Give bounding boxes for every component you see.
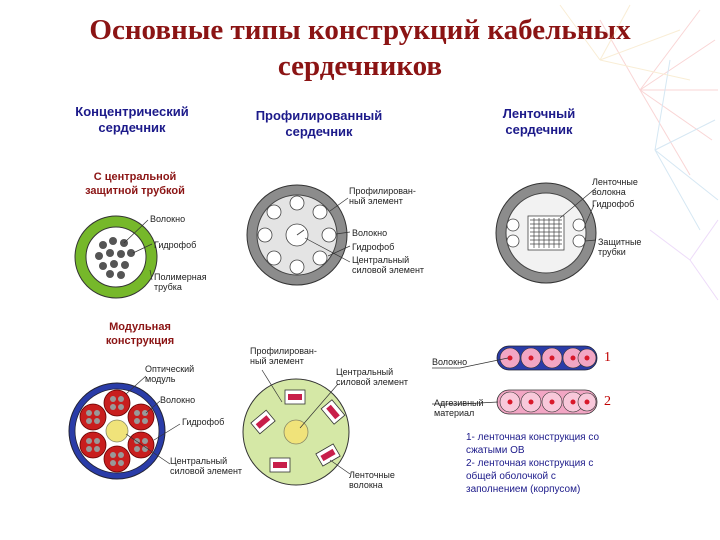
profiled-element-label: Профилирован- ный элемент [349, 186, 416, 206]
profiled-header-line1: Профилированный [255, 108, 383, 123]
profiled2-ribbons-line2: волокна [349, 480, 383, 490]
profiled2-ribbons-label: Ленточные волокна [349, 470, 395, 490]
concentric-sub-line1: С центральной [93, 171, 177, 183]
profiled2-ribbons-line1: Ленточные [349, 470, 395, 480]
profiled-fiber-label: Волокно [352, 228, 388, 238]
tape-number-2: 2 [604, 394, 611, 409]
profiled-element-line2: ный элемент [349, 196, 403, 206]
legend2-line3: заполнением (корпусом) [466, 484, 581, 495]
modular-optical-label: Оптический модуль [145, 364, 194, 384]
modular-central-line2: силовой элемент [170, 466, 243, 476]
concentric-header: Концентрический сердечник [62, 104, 202, 136]
concentric-hydrophobe-label: Гидрофоб [154, 240, 197, 250]
profiled2-central-label: Центральный силовой элемент [336, 367, 408, 387]
modular-fiber-label: Волокно [160, 395, 196, 405]
ribbon-header-line2: сердечник [505, 122, 573, 137]
legend2-line1: 2- ленточная конструкция с [466, 458, 594, 469]
ribbon-tubes-line2: трубки [598, 247, 626, 257]
profiled2-central-line1: Центральный [336, 367, 394, 377]
concentric-subheader: С центральной защитной трубкой [80, 170, 190, 198]
ribbon-fibers-line1: Ленточные [592, 177, 638, 187]
legend1-line1: 1- ленточная конструкция со [466, 432, 600, 443]
concentric-header-line2: сердечник [98, 120, 166, 135]
tape-adhesive-line1: Адгезивный [434, 398, 484, 408]
tape-number-1: 1 [604, 350, 611, 365]
modular-header: Модульная конструкция [85, 320, 195, 348]
profiled-header-line2: сердечник [285, 124, 353, 139]
page-title: Основные типы конструкций кабельных серд… [0, 12, 720, 84]
tape-legend: 1- ленточная конструкция со сжатыми ОВ 2… [466, 431, 616, 496]
profiled-central-line2: силовой элемент [352, 265, 425, 275]
modular-optical-line1: Оптический [145, 364, 195, 374]
modular-header-line1: Модульная [109, 321, 171, 333]
modular-optical-line2: модуль [145, 374, 176, 384]
concentric-tube-line2: трубка [154, 282, 182, 292]
profiled-header: Профилированный сердечник [244, 108, 394, 140]
ribbon-hydrophobe-label: Гидрофоб [592, 199, 635, 209]
concentric-sub-line2: защитной трубкой [85, 185, 185, 197]
modular-central-label: Центральный силовой элемент [170, 456, 242, 476]
ribbon-fibers-line2: волокна [592, 187, 626, 197]
concentric-fiber-label: Волокно [150, 214, 186, 224]
profiled-central-label: Центральный силовой элемент [352, 255, 424, 275]
profiled2-element-line1: Профилирован- [250, 346, 317, 356]
title-line-2: сердечников [277, 50, 443, 82]
profiled2-element-label: Профилирован- ный элемент [250, 346, 317, 366]
ribbon-tubes-line1: Защитные [598, 237, 642, 247]
modular-header-line2: конструкция [105, 335, 175, 347]
concentric-header-line1: Концентрический [75, 104, 189, 119]
tape-adhesive-label: Адгезивный материал [434, 398, 484, 418]
tape-adhesive-line2: материал [434, 408, 475, 418]
profiled-central-line1: Центральный [352, 255, 410, 265]
concentric-tube-line1: Полимерная [154, 272, 207, 282]
ribbon-fibers-label: Ленточные волокна [592, 177, 638, 197]
modular-central-line1: Центральный [170, 456, 228, 466]
legend2-line2: общей оболочкой с [466, 471, 556, 482]
tape-fiber-label: Волокно [432, 357, 468, 367]
profiled2-element-line2: ный элемент [250, 356, 304, 366]
legend1-line2: сжатыми ОВ [466, 445, 525, 456]
profiled-hydrophobe-label: Гидрофоб [352, 242, 395, 252]
title-line-1: Основные типы конструкций кабельных [89, 14, 631, 46]
ribbon-header-line1: Ленточный [502, 106, 576, 121]
ribbon-header: Ленточный сердечник [484, 106, 594, 138]
profiled2-central-line2: силовой элемент [336, 377, 409, 387]
concentric-tube-label: Полимерная трубка [154, 272, 207, 292]
ribbon-tubes-label: Защитные трубки [598, 237, 641, 257]
modular-hydrophobe-label: Гидрофоб [182, 417, 225, 427]
profiled-element-line1: Профилирован- [349, 186, 416, 196]
